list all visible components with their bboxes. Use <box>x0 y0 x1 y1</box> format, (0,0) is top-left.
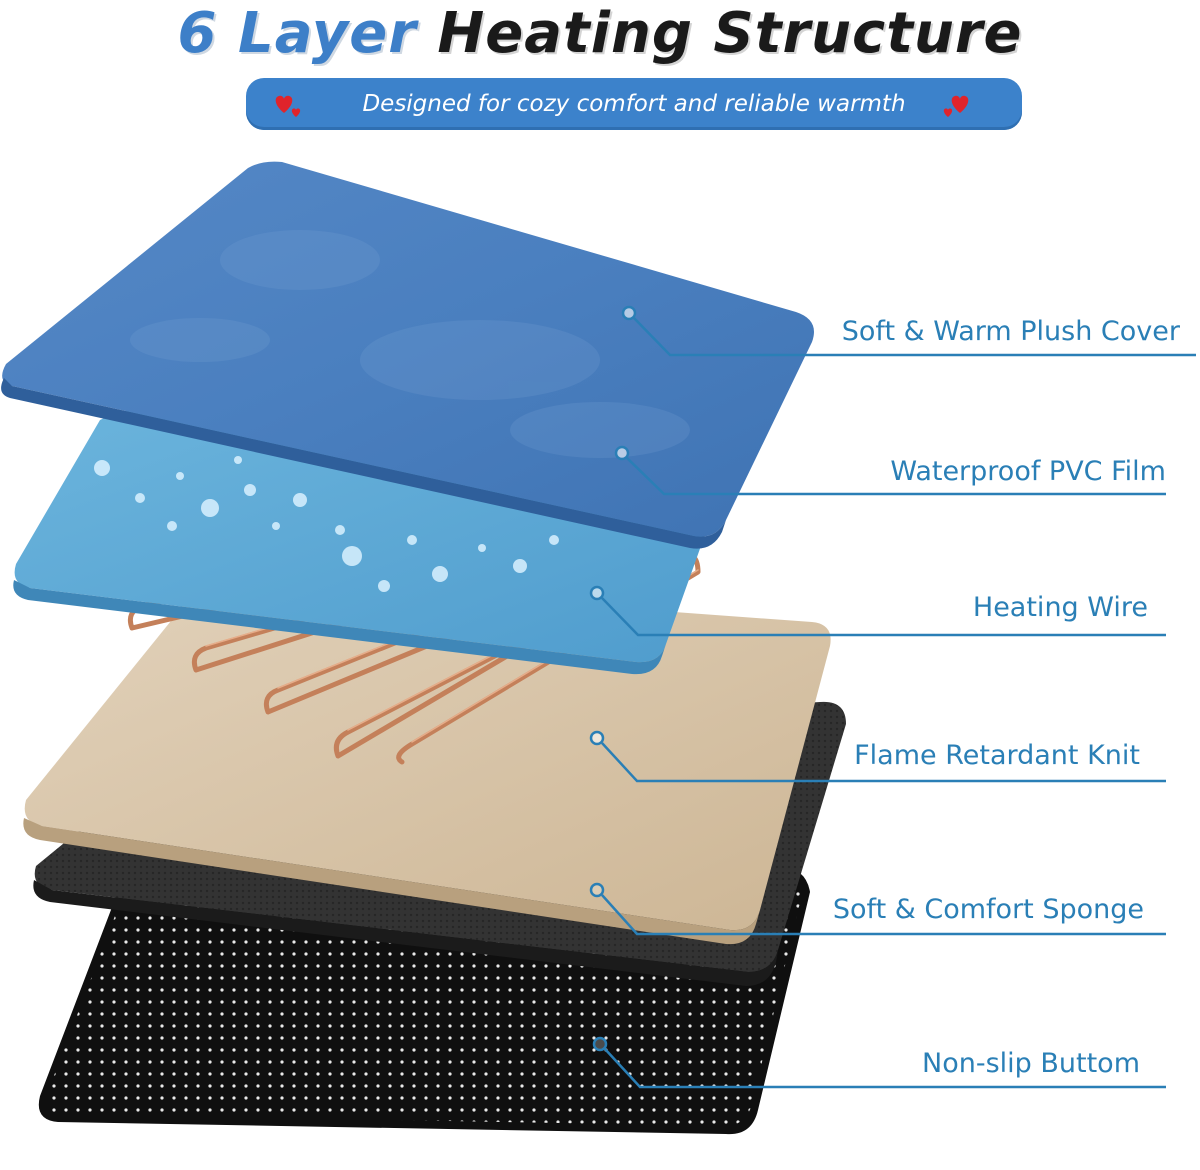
label-non-slip-bottom: Non-slip Buttom <box>922 1048 1140 1079</box>
leader-lines <box>589 305 1196 1089</box>
leader-pvc <box>614 445 1166 496</box>
heart-icon <box>943 95 969 117</box>
page-title: 6 Layer Heating Structure <box>0 2 1200 66</box>
label-flame-retardant-knit: Flame Retardant Knit <box>854 740 1140 771</box>
leader-bottom <box>592 1036 1166 1089</box>
label-sponge: Soft & Comfort Sponge <box>832 894 1144 925</box>
label-pvc-film: Waterproof PVC Film <box>890 456 1166 487</box>
leader-plush <box>621 305 1196 357</box>
title-main: Heating Structure <box>437 1 1023 66</box>
leader-knit <box>589 730 1166 783</box>
label-heating-wire: Heating Wire <box>972 592 1148 623</box>
title-accent: 6 Layer <box>177 1 417 66</box>
subtitle-banner: Designed for cozy comfort and reliable w… <box>246 78 1022 130</box>
label-plush-cover: Soft & Warm Plush Cover <box>841 316 1180 347</box>
leader-wire <box>589 585 1166 637</box>
subtitle-text: Designed for cozy comfort and reliable w… <box>362 91 906 117</box>
layer-plush-cover <box>1 161 814 549</box>
heart-icon <box>275 95 301 117</box>
leader-sponge <box>589 882 1166 936</box>
